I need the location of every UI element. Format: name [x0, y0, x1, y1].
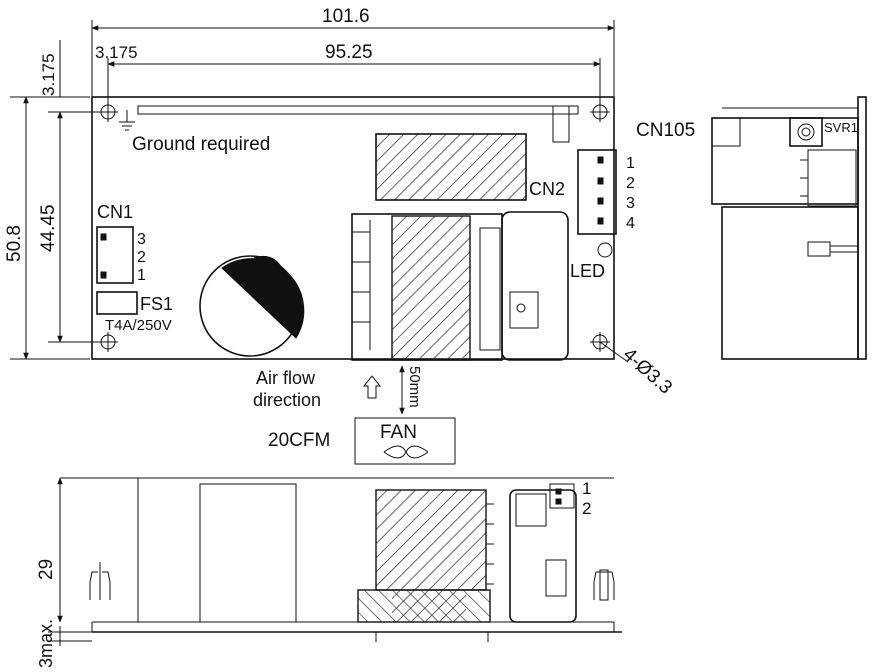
pcb-outline: [91, 96, 615, 360]
dim-overall-height: 50.8: [4, 225, 25, 262]
mounting-hole-bottom-left: [98, 332, 118, 352]
airflow-label-line-2: direction: [253, 390, 321, 410]
led-label: LED: [570, 261, 605, 281]
cn1-label: CN1: [97, 202, 133, 222]
svr1-label: SVR1: [824, 120, 858, 135]
cn2-pin-3: 3: [626, 195, 635, 212]
side-pcb: [857, 96, 867, 360]
cn2-label: CN2: [529, 179, 565, 199]
mount-holes-label: 4-Ø3.3: [619, 344, 676, 398]
dim-hole-spacing-x: 95.25: [325, 42, 373, 63]
cn2-pin-2: 2: [626, 175, 635, 192]
top-view: Ground required CN2 1 2 3 4 LED CN1 3 2 …: [4, 6, 676, 465]
fuse-fs1: [96, 291, 138, 315]
fan-cfm-label: 20CFM: [268, 430, 330, 451]
fan-icon: [383, 445, 429, 459]
cn105-body: [711, 117, 859, 205]
transformer-block: [375, 133, 527, 201]
side-view: CN105 SVR1: [636, 96, 867, 360]
cn1-connector: [96, 226, 134, 284]
capacitor: [199, 255, 305, 357]
dim-overall-width: 101.6: [322, 6, 370, 27]
cn2-pin-4: 4: [626, 215, 635, 232]
svr1-trimmer: [789, 117, 823, 147]
right-standoff: [593, 569, 615, 601]
side-heatsink: [721, 206, 859, 360]
front-transformer: [375, 489, 487, 591]
mounting-hole-top-left: [98, 102, 118, 122]
ground-label: Ground required: [132, 134, 270, 155]
led-indicator: [597, 242, 613, 258]
front-pin-1: 1: [582, 479, 591, 498]
heatsink-assembly: [351, 211, 569, 361]
mounting-hole-top-right: [590, 102, 610, 122]
dim-hole-offset-y: 3.175: [39, 53, 58, 96]
svr1-knob-icon: [797, 123, 815, 141]
up-arrow-icon: [362, 375, 382, 399]
front-view: 1 2 29 3max.: [36, 477, 622, 668]
airflow-label-line-1: Air flow: [256, 368, 316, 388]
cn105-label: CN105: [636, 120, 695, 141]
front-cn105: [509, 489, 577, 623]
fs1-label: FS1: [140, 294, 173, 314]
fan-distance-label: 50mm: [406, 366, 423, 408]
left-standoff: [89, 562, 111, 600]
side-led: [807, 241, 831, 257]
fan-box: [354, 417, 456, 465]
fan-label: FAN: [380, 422, 417, 443]
cn1-pin-1: 1: [137, 267, 146, 284]
dim-front-height: 29: [36, 559, 57, 580]
dim-hole-offset-x: 3.175: [95, 43, 138, 62]
fuse-rating-label: T4A/250V: [105, 317, 172, 334]
dim-hole-spacing-y: 44.45: [38, 204, 59, 252]
cn2-pin-1: 1: [626, 155, 635, 172]
ground-icon: [119, 110, 135, 131]
front-capacitor: [199, 483, 297, 623]
front-pin-2: 2: [582, 499, 591, 518]
dim-clearance: 3max.: [36, 619, 56, 668]
top-heatsink-strip: [137, 105, 579, 115]
cn1-pin-2: 2: [137, 249, 146, 266]
cn2-connector: [577, 149, 617, 235]
cn1-pin-3: 3: [137, 231, 146, 248]
heatsink-tab: [552, 105, 570, 143]
